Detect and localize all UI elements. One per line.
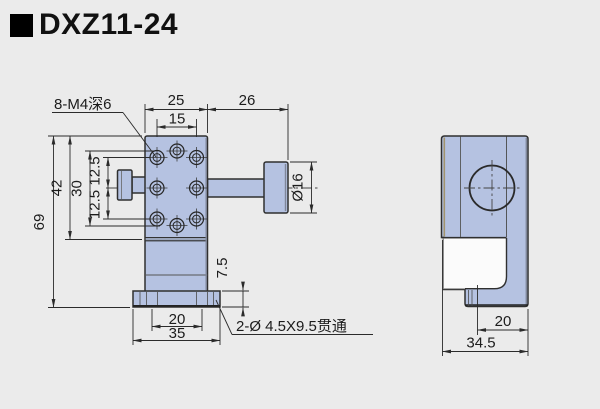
svg-text:2-Ø 4.5X9.5贯通: 2-Ø 4.5X9.5贯通 <box>236 318 347 335</box>
dim-body-height: 42 <box>49 135 142 240</box>
arm-fillet-edge <box>465 238 508 290</box>
dim-base-height: 7.5 <box>214 258 249 317</box>
svg-text:30: 30 <box>69 180 86 197</box>
front-view: 25 26 15 8-M4深6 <box>31 92 373 345</box>
dim-total-height: 69 <box>31 135 142 308</box>
holes-callout: 8-M4深6 <box>52 96 157 158</box>
svg-text:34.5: 34.5 <box>466 335 495 352</box>
svg-text:20: 20 <box>495 313 512 330</box>
side-view: 20 34.5 <box>440 135 529 356</box>
dim-base-width: 35 <box>132 309 221 345</box>
stage-body <box>144 135 209 293</box>
carriage-seam-band <box>145 237 207 241</box>
inner-face <box>443 237 507 290</box>
foot-cap-edges <box>468 290 473 306</box>
dim-hole-span-h: 15 <box>156 111 197 137</box>
svg-text:12.5: 12.5 <box>87 190 104 219</box>
svg-text:Ø16: Ø16 <box>290 173 307 201</box>
slots-callout: 2-Ø 4.5X9.5贯通 <box>215 299 373 335</box>
dim-hole-span-v: 30 <box>69 150 160 227</box>
dim-slot-span: 20 <box>151 309 203 331</box>
right-knob <box>263 161 289 214</box>
dim-knob-length: 26 <box>207 92 289 160</box>
svg-text:25: 25 <box>168 92 185 109</box>
dim-knob-diameter: Ø16 <box>290 161 317 214</box>
svg-text:42: 42 <box>49 180 66 197</box>
page-title: DXZ11-24 <box>10 8 178 42</box>
flange-slot-edges <box>139 292 214 305</box>
dim-hole-pitch: 12.5 12.5 <box>87 156 150 220</box>
svg-text:15: 15 <box>169 111 186 128</box>
svg-text:26: 26 <box>239 92 256 109</box>
svg-text:69: 69 <box>31 214 48 231</box>
dim-foot-width: 20 <box>477 285 529 356</box>
dim-body-width: 25 <box>144 92 208 133</box>
left-knob-head <box>116 169 133 201</box>
svg-text:7.5: 7.5 <box>214 258 231 279</box>
svg-text:8-M4深6: 8-M4深6 <box>54 96 112 113</box>
svg-text:12.5: 12.5 <box>87 156 104 185</box>
dim-depth: 34.5 <box>442 240 529 356</box>
svg-text:35: 35 <box>169 325 186 342</box>
title-bullet-square <box>10 13 33 37</box>
left-knob-neck <box>131 176 147 194</box>
drive-shaft <box>206 178 266 198</box>
model-number: DXZ11-24 <box>39 8 179 41</box>
svg-text:20: 20 <box>169 311 186 328</box>
base-flange <box>132 290 221 308</box>
